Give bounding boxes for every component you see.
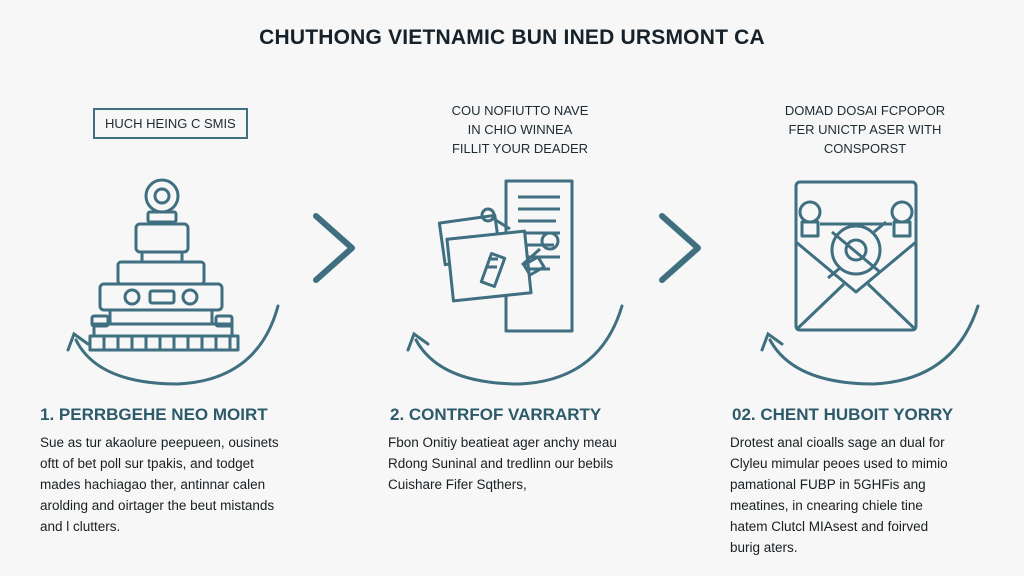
step-2: COU NOFIUTTO NAVE IN CHIO WINNEA FILLIT …	[360, 0, 660, 576]
step-3: DOMAD DOSAI FCPOPOR FER UNICTP ASER WITH…	[710, 0, 1010, 576]
step-1-heading: 1. PERRBGEHE NEO MOIRT	[40, 405, 268, 424]
machine-icon	[88, 178, 240, 352]
cycle-arrow-icon	[760, 304, 980, 386]
envelope-gear-icon	[794, 180, 918, 332]
step-1-description: Sue as tur akaolure peepueen, ousinets o…	[40, 435, 279, 534]
step-1: HUCH HEING C SMIS 1. PERRBGEHE NEO MOIRT…	[0, 0, 300, 576]
step-2-heading: 2. CONTRFOF VARRARTY	[390, 405, 602, 424]
cycle-arrow-icon	[406, 304, 624, 386]
cycle-arrow-icon	[66, 304, 280, 386]
step-3-description: Drotest anal cioalls sage an dual for Cl…	[730, 435, 948, 555]
step-2-caption: COU NOFIUTTO NAVE IN CHIO WINNEA FILLIT …	[451, 103, 589, 156]
diagram-title: CHUTHONG VIETNAMIC BUN INED URSMONT CA	[259, 26, 765, 49]
step-2-description: Fbon Onitiy beatieat ager anchy meau Rdo…	[388, 435, 617, 492]
chevron-right-icon	[659, 213, 701, 283]
step-1-caption: HUCH HEING C SMIS	[93, 108, 248, 139]
document-tools-icon	[437, 179, 574, 333]
chevron-right-icon	[313, 213, 355, 283]
step-3-caption: DOMAD DOSAI FCPOPOR FER UNICTP ASER WITH…	[784, 103, 946, 156]
step-3-heading: 02. CHENT HUBOIT YORRY	[732, 405, 954, 424]
